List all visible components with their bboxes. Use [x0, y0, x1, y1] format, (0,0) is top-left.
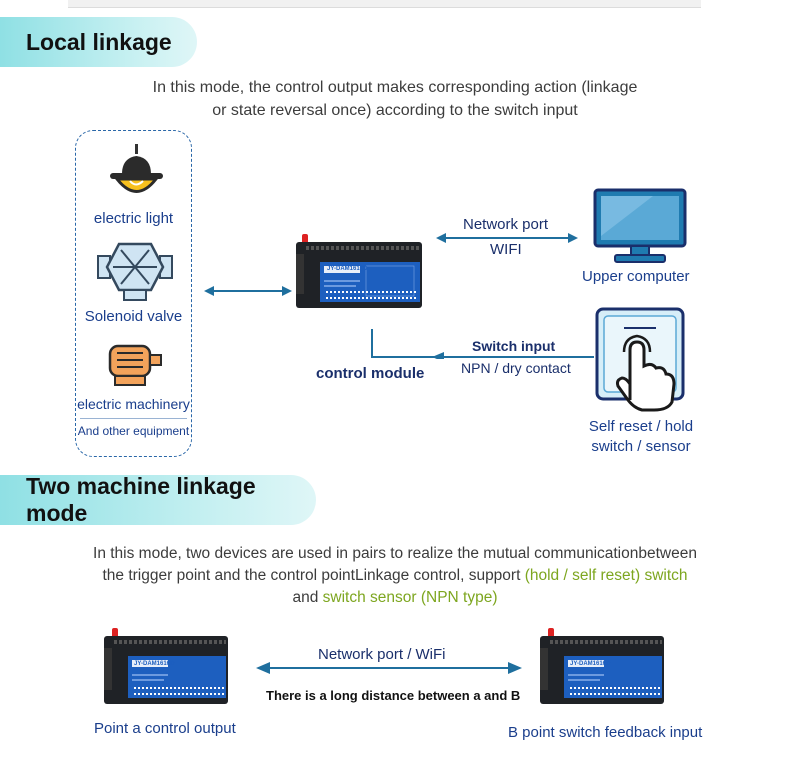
control-module-device	[296, 234, 424, 310]
sensor-label: Self reset / hold switch / sensor	[570, 417, 712, 457]
control-module-a	[104, 628, 230, 706]
switch-input-arrow	[370, 329, 594, 359]
desc-text: and	[292, 589, 323, 606]
desc-line: In this mode, two devices are used in pa…	[93, 545, 697, 562]
device-label-valve: Solenoid valve	[84, 308, 183, 325]
section1-description: In this mode, the control output makes c…	[60, 76, 730, 122]
monitor-icon	[593, 188, 689, 264]
device-label-light: electric light	[93, 210, 174, 227]
light-bulb-icon	[108, 144, 164, 206]
control-module-label: control module	[316, 365, 425, 382]
section-title-local-linkage: Local linkage	[0, 17, 197, 67]
section-title-two-machine: Two machine linkage mode	[0, 473, 316, 526]
network-wifi-label: Network port / WiFi	[318, 646, 446, 663]
device-label-other: And other equipment	[77, 424, 190, 438]
double-arrow-network	[436, 231, 578, 245]
device-label-machinery: electric machinery	[77, 396, 190, 412]
distance-note: There is a long distance between a and B	[266, 688, 521, 703]
desc-line: or state reversal once) according to the…	[212, 102, 578, 119]
sensor-label-line2: switch / sensor	[591, 438, 691, 455]
point-a-label: Point a control output	[94, 720, 236, 737]
npn-contact-label: NPN / dry contact	[461, 360, 571, 376]
point-b-label: B point switch feedback input	[508, 724, 703, 741]
electric-motor-icon	[107, 341, 163, 389]
switch-input-label: Switch input	[472, 338, 556, 354]
module-a-brand: JY-DAM1616D	[134, 661, 175, 667]
module-brand: JY-DAM1616D	[327, 266, 368, 272]
module-b-brand: JY-DAM1616D	[570, 661, 611, 667]
section2-description: In this mode, two devices are used in pa…	[40, 543, 750, 609]
sensor-label-line1: Self reset / hold	[588, 418, 694, 435]
desc-line: In this mode, the control output makes c…	[152, 79, 638, 96]
desc-highlight: (hold / self reset) switch	[524, 567, 688, 584]
section-title-text: Local linkage	[26, 28, 172, 55]
desc-line: the trigger point and the control pointL…	[40, 565, 750, 587]
desc-highlight: switch sensor (NPN type)	[322, 589, 498, 606]
wifi-label: WIFI	[490, 241, 522, 258]
network-port-label: Network port	[463, 216, 549, 233]
desc-line: and switch sensor (NPN type)	[40, 587, 750, 609]
desc-text: the trigger point and the control pointL…	[102, 567, 525, 584]
double-arrow-ab	[256, 661, 522, 675]
upper-computer-label: Upper computer	[582, 268, 690, 285]
top-divider	[68, 0, 701, 8]
device-group-box	[75, 130, 192, 457]
double-arrow-devices-module	[204, 284, 292, 298]
control-module-b	[540, 628, 666, 706]
device-divider	[80, 418, 187, 419]
solenoid-valve-icon	[97, 240, 173, 302]
section-title-text: Two machine linkage mode	[26, 473, 256, 526]
touch-switch-icon	[594, 306, 686, 412]
